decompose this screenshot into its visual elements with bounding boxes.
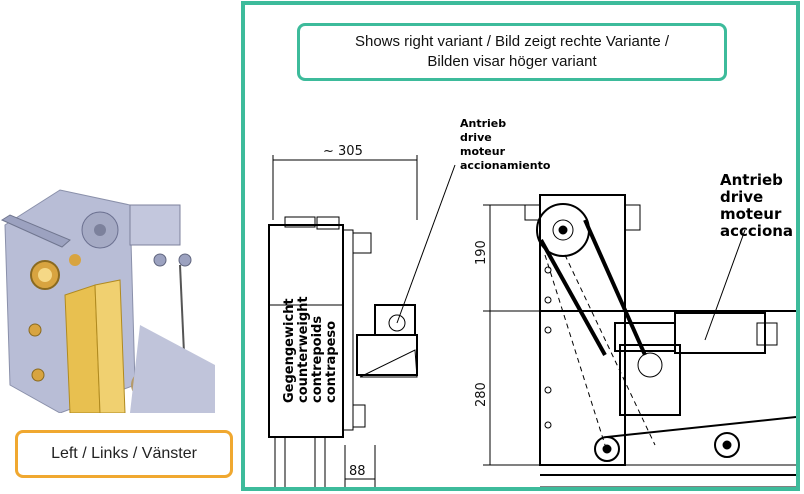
drive-label-small-line: accionamiento [460, 159, 551, 172]
drive-label-small: Antrieb drive moteur accionamiento [460, 117, 551, 172]
left-variant-label-text: Left / Links / Vänster [51, 445, 197, 462]
variant-caption-line: Bilden visar höger variant [427, 53, 597, 70]
counterweight-label: Gegengewicht counterweight contrepoids c… [282, 296, 339, 403]
counterweight-label-line: Gegengewicht [282, 298, 297, 403]
drive-label-large-line: drive [720, 188, 763, 206]
drive-label-large-line: accciona [720, 222, 793, 240]
right-variant-frame: ~ 305 88 190 280 Antrieb drive moteur ac… [241, 1, 800, 491]
right-variant-drawing: ~ 305 88 190 280 Antrieb drive moteur ac… [268, 117, 796, 487]
drive-label-large: Antrieb drive moteur accciona [720, 171, 793, 240]
drive-label-large-line: moteur [720, 205, 782, 223]
counterweight-label-line: counterweight [296, 296, 311, 403]
dimension-lower-vertical: 280 [474, 382, 489, 407]
variant-caption: Shows right variant / Bild zeigt rechte … [297, 23, 727, 81]
dimension-bottom: 88 [349, 464, 366, 479]
dimension-top: ~ 305 [323, 144, 363, 159]
counterweight-label-line: contrepoids [310, 316, 325, 403]
counterweight-label-line: contrapeso [324, 321, 339, 403]
left-variant-label: Left / Links / Vänster [15, 430, 233, 478]
drive-label-small-line: Antrieb [460, 117, 506, 130]
drive-label-small-line: moteur [460, 145, 506, 158]
drive-label-large-line: Antrieb [720, 171, 783, 189]
left-variant-render [0, 185, 215, 413]
gear-icon [81, 211, 119, 249]
dimension-upper-vertical: 190 [474, 240, 489, 265]
drive-label-small-line: drive [460, 131, 492, 144]
variant-caption-line: Shows right variant / Bild zeigt rechte … [354, 33, 670, 50]
